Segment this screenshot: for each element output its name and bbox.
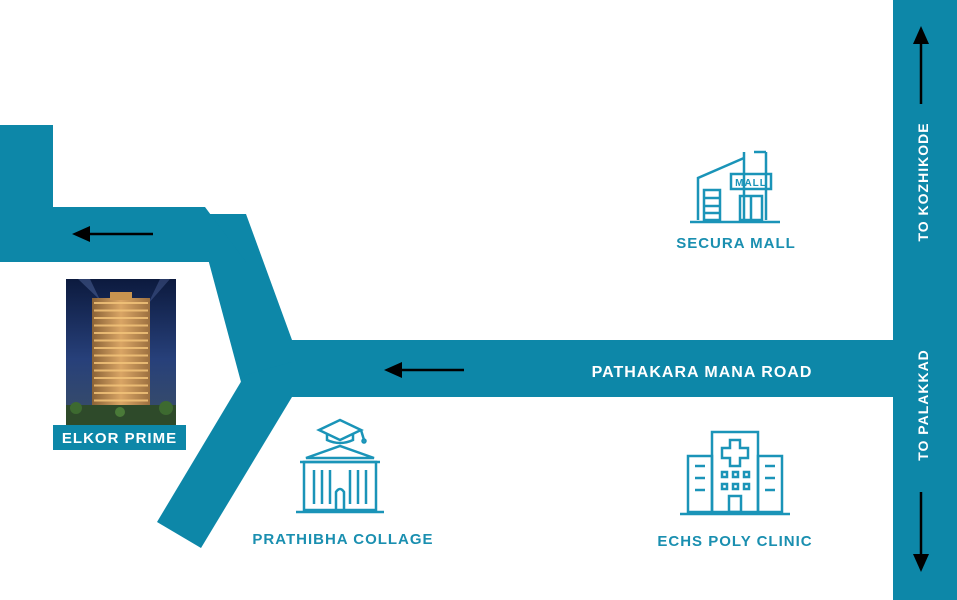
- tower-floor-line: [94, 369, 148, 372]
- left-branch-road: [0, 125, 246, 262]
- destination-label-box: [53, 425, 186, 450]
- hospital-building-icon: [680, 430, 790, 516]
- destination-label: ELKOR PRIME: [62, 430, 177, 447]
- mall-building-icon: [690, 150, 780, 224]
- tower-floor-line: [94, 384, 148, 387]
- north-direction-label: TO KOZHIKODE: [915, 122, 931, 241]
- apartment-tower-photo: [66, 279, 176, 425]
- pathakara-mana-road: [275, 340, 893, 397]
- left-branch-arrow: [72, 226, 153, 242]
- main-road-label: PATHAKARA MANA ROAD: [592, 364, 813, 381]
- tower-floor-line: [94, 309, 148, 312]
- tower-floor-line: [94, 347, 148, 349]
- tower-floor-line: [94, 362, 148, 364]
- main-road-arrow: [384, 362, 464, 378]
- north-arrow: [913, 26, 929, 104]
- tower-floor-line: [94, 399, 148, 402]
- tower-floor-line: [94, 324, 148, 327]
- college-label: PRATHIBHA COLLAGE: [252, 531, 433, 548]
- mall-label: SECURA MALL: [676, 235, 796, 252]
- college-building-icon: [296, 418, 384, 514]
- tower-floor-line: [94, 332, 148, 334]
- south-direction-label: TO PALAKKAD: [915, 349, 931, 461]
- tower-floor-line: [94, 354, 148, 357]
- lower-fork-road: [157, 362, 292, 548]
- tower-floor-line: [94, 392, 148, 394]
- south-arrow: [913, 492, 929, 572]
- clinic-label: ECHS POLY CLINIC: [657, 533, 812, 550]
- tower-floor-line: [94, 339, 148, 342]
- tower-floor-line: [94, 317, 148, 319]
- north-south-highway: [893, 0, 957, 600]
- mall-sign-text: MALL: [735, 178, 767, 189]
- tower-floor-line: [94, 302, 148, 304]
- tower-floor-line: [94, 377, 148, 379]
